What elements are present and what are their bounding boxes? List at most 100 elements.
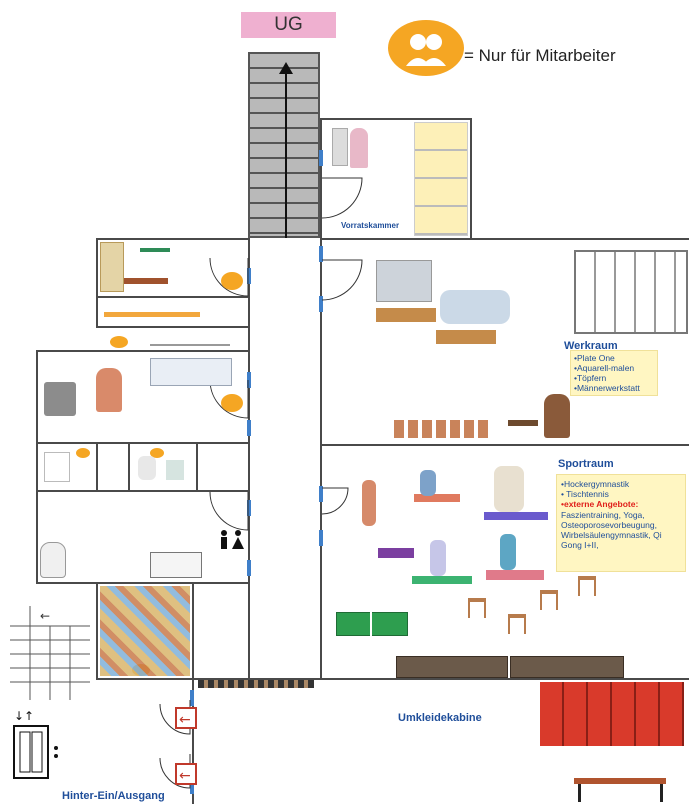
left-room-divider-1 <box>96 296 248 298</box>
activity-item: •Männerwerkstatt <box>574 383 640 393</box>
pantry-top-wall <box>320 118 470 120</box>
wc-divider-1 <box>96 442 98 490</box>
workroom-table <box>376 308 436 322</box>
restroom-bottom-wall <box>36 582 248 584</box>
changing-bench-leg <box>660 784 663 802</box>
workroom-pinboard <box>376 260 432 302</box>
activity-item: •Plate One <box>574 353 615 363</box>
door-swing <box>321 177 363 219</box>
workroom-bottom-wall <box>320 444 689 446</box>
left-room-outer-wall <box>96 238 98 326</box>
exercise-person <box>420 470 436 496</box>
door-swing <box>209 491 249 531</box>
coat-rack <box>140 248 170 252</box>
room-label-werkraum: Werkraum <box>564 340 618 352</box>
workroom-table <box>436 330 496 344</box>
door-marker[interactable] <box>247 372 251 388</box>
side-table <box>508 420 538 426</box>
sinks <box>150 328 230 346</box>
workroom-top-wall <box>320 238 689 240</box>
stool <box>540 590 558 610</box>
exercise-mat <box>412 576 472 584</box>
door-marker[interactable] <box>319 246 323 262</box>
laundry-outer-wall <box>36 350 38 584</box>
pantry-cabinet <box>332 128 348 166</box>
door-swing <box>321 487 349 515</box>
door-marker[interactable] <box>319 150 323 166</box>
wc-divider-3 <box>196 442 198 490</box>
external-offers-label: •externe Angebote: <box>561 499 639 509</box>
exercise-person <box>494 466 524 512</box>
room-label-umkleidekabine: Umkleidekabine <box>398 712 482 724</box>
sportraum-activities: •Hockergymnastik • Tischtennis •externe … <box>556 474 686 572</box>
ironing-person <box>96 368 122 412</box>
locker-top-wall <box>192 678 689 680</box>
svg-text:←: ← <box>179 768 191 784</box>
exercise-mat <box>378 548 414 558</box>
exercise-person <box>500 534 516 570</box>
bench <box>124 278 168 284</box>
door-marker[interactable] <box>247 500 251 516</box>
changing-bench-leg <box>578 784 581 802</box>
reading-person <box>544 394 570 438</box>
door-swing <box>159 700 191 735</box>
activity-item: • Tischtennis <box>561 489 609 499</box>
exercise-mat <box>414 494 460 502</box>
door-swing <box>321 259 363 301</box>
exercise-person <box>362 480 376 526</box>
exit-door-icon: ← <box>175 707 197 729</box>
door-marker[interactable] <box>319 486 323 502</box>
activity-item: •Aquarell-malen <box>574 363 635 373</box>
pantry-shelves <box>414 122 468 236</box>
door-marker[interactable] <box>247 420 251 436</box>
exit-door-icon: ← <box>175 763 197 785</box>
werkraum-activities: •Plate One •Aquarell-malen •Töpfern •Män… <box>570 350 658 396</box>
door-marker[interactable] <box>247 560 251 576</box>
workroom-people <box>440 290 510 324</box>
room-label-sportraum: Sportraum <box>558 458 614 470</box>
wc-top-wall <box>36 442 248 444</box>
door-marker[interactable] <box>319 530 323 546</box>
staff-only-badge-icon <box>221 272 243 290</box>
pottery <box>394 420 490 438</box>
sink <box>166 460 184 480</box>
lockers <box>540 682 684 746</box>
ping-pong-table <box>336 612 408 636</box>
room-door <box>100 242 124 292</box>
washing-machine <box>44 382 76 416</box>
activity-item: •Töpfern <box>574 373 607 383</box>
svg-text:↓↑: ↓↑ <box>14 709 34 723</box>
room-label-hinter-eingang: Hinter-Ein/Ausgang <box>62 790 165 802</box>
corridor-wall-left <box>248 238 250 678</box>
pantry-person <box>350 128 368 168</box>
door-marker[interactable] <box>190 690 194 706</box>
storage-bench <box>510 656 624 678</box>
wc-divider-2 <box>128 442 130 490</box>
activity-item: •Hockergymnastik <box>561 479 630 489</box>
door-marker[interactable] <box>190 778 194 794</box>
threshold-strip <box>198 680 314 688</box>
changing-bench <box>574 778 666 784</box>
corridor-wall-right <box>320 118 322 678</box>
staff-only-badge-icon <box>76 448 90 458</box>
door-marker[interactable] <box>247 268 251 284</box>
wc-bottom-wall <box>36 490 248 492</box>
up-arrow-icon <box>279 62 293 238</box>
stool <box>578 576 596 596</box>
external-offers-text: Faszientraining, Yoga, Osteoporosevorbeu… <box>561 510 662 550</box>
staff-only-badge-icon <box>221 394 243 412</box>
toilet <box>40 542 66 578</box>
door-marker[interactable] <box>319 296 323 312</box>
exercise-mat <box>484 512 548 520</box>
washing-machines <box>150 358 232 386</box>
pantry-right-wall <box>470 118 472 238</box>
ping-pong-net <box>370 608 372 638</box>
door-swing <box>159 754 191 789</box>
emergency-staircase: ← <box>10 606 90 700</box>
stool <box>468 598 486 618</box>
bench-mat <box>104 312 200 317</box>
elevator-icon: ↓↑ <box>13 709 58 779</box>
storage-bottom-wall <box>96 678 192 680</box>
staff-only-badge-icon <box>388 20 464 76</box>
laundry-top-wall <box>36 350 248 352</box>
